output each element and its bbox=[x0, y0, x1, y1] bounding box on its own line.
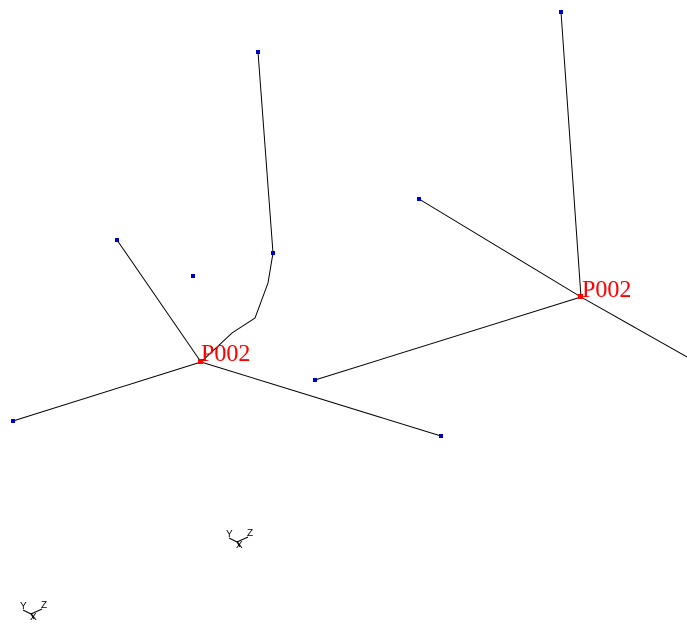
axis-y-label: Y bbox=[20, 601, 27, 612]
branch-line bbox=[12, 361, 202, 422]
axis-z-line bbox=[30, 608, 43, 615]
branch-line bbox=[560, 11, 582, 298]
axis-x-label: X bbox=[236, 540, 243, 551]
right-junction-group: P002 bbox=[313, 10, 687, 382]
branch-line bbox=[200, 361, 442, 437]
axis-y-line bbox=[22, 609, 32, 615]
axis-triad-icon: Y Z X bbox=[226, 528, 253, 551]
axis-x-line bbox=[30, 613, 35, 620]
axis-y-label: Y bbox=[226, 529, 233, 540]
junction-node-marker[interactable] bbox=[198, 359, 203, 364]
axis-z-line bbox=[236, 536, 249, 543]
branch-line bbox=[418, 198, 582, 298]
axis-z-label: Z bbox=[247, 528, 253, 539]
axis-y-line bbox=[228, 537, 238, 543]
endpoint-marker[interactable] bbox=[313, 378, 317, 382]
endpoint-marker[interactable] bbox=[115, 238, 119, 242]
endpoint-marker[interactable] bbox=[256, 50, 260, 54]
junction-node-marker[interactable] bbox=[578, 294, 583, 299]
axis-x-label: X bbox=[30, 612, 37, 623]
curved-branch-line bbox=[200, 51, 274, 363]
endpoint-marker[interactable] bbox=[559, 10, 563, 14]
branch-line bbox=[314, 296, 582, 381]
endpoint-marker[interactable] bbox=[11, 419, 15, 423]
axis-x-line bbox=[236, 541, 241, 548]
endpoint-marker[interactable] bbox=[439, 434, 443, 438]
axis-triad-icon: Y Z X bbox=[20, 600, 47, 623]
junction-node-label: P002 bbox=[582, 277, 631, 303]
endpoint-marker[interactable] bbox=[271, 251, 275, 255]
axis-z-label: Z bbox=[41, 600, 47, 611]
branch-line bbox=[116, 239, 202, 363]
junction-node-label: P002 bbox=[201, 341, 250, 367]
endpoint-marker[interactable] bbox=[191, 274, 195, 278]
left-junction-group: P002 bbox=[11, 50, 443, 438]
endpoint-marker[interactable] bbox=[417, 197, 421, 201]
branch-line bbox=[580, 296, 687, 358]
